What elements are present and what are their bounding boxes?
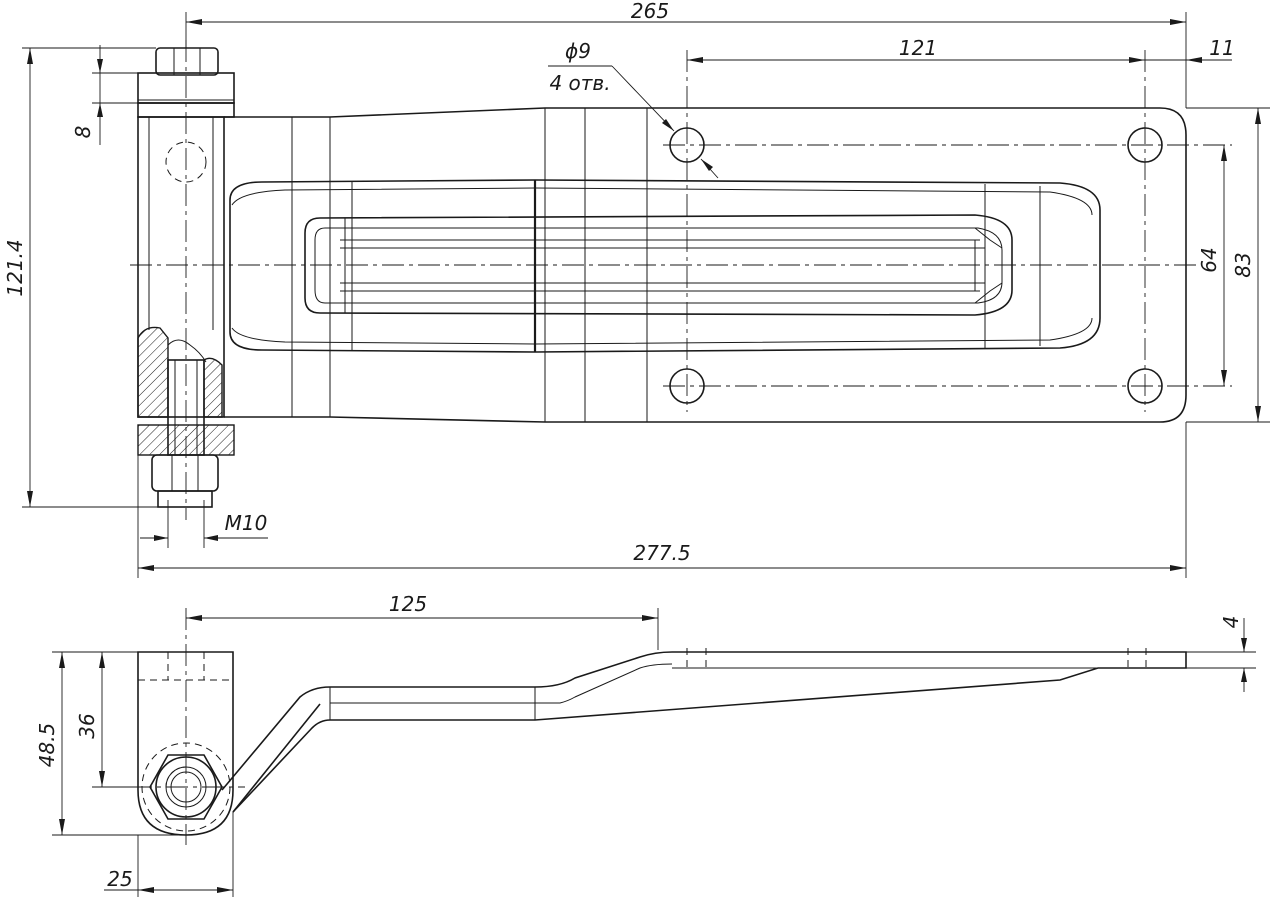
dim-265: 265 — [631, 0, 669, 23]
dim-36: 36 — [75, 713, 99, 738]
dim-8: 8 — [71, 126, 95, 139]
dim-121: 121 — [899, 36, 937, 60]
dim-hole-count: 4 отв. — [549, 71, 610, 95]
dim-m10: M10 — [225, 511, 268, 535]
side-leaf-profile — [221, 648, 1187, 813]
pin-hidden-circle — [165, 141, 207, 183]
top-view-dimensions — [22, 12, 1270, 578]
lower-nut — [151, 454, 219, 508]
dim-4: 4 — [1219, 616, 1243, 629]
dim-25: 25 — [107, 867, 132, 891]
dim-48-5: 48.5 — [35, 723, 59, 768]
mounting-holes — [669, 127, 1163, 404]
dim-83: 83 — [1231, 252, 1255, 277]
top-view: 265 121 11 ϕ9 4 отв. 8 121.4 64 83 M10 2… — [3, 0, 1270, 578]
dim-64: 64 — [1197, 247, 1221, 272]
top-view-centerlines — [130, 40, 1232, 520]
dim-hole-diameter: ϕ9 — [565, 39, 591, 63]
side-view: 125 4 48.5 36 25 — [35, 592, 1256, 897]
side-view-dimensions — [52, 608, 1256, 897]
hinge-rib — [229, 179, 1101, 353]
dim-125: 125 — [389, 592, 427, 616]
dim-277-5: 277.5 — [633, 541, 690, 565]
side-view-centerlines — [130, 608, 245, 845]
dim-11: 11 — [1209, 36, 1234, 60]
dim-121-4: 121.4 — [3, 239, 27, 296]
